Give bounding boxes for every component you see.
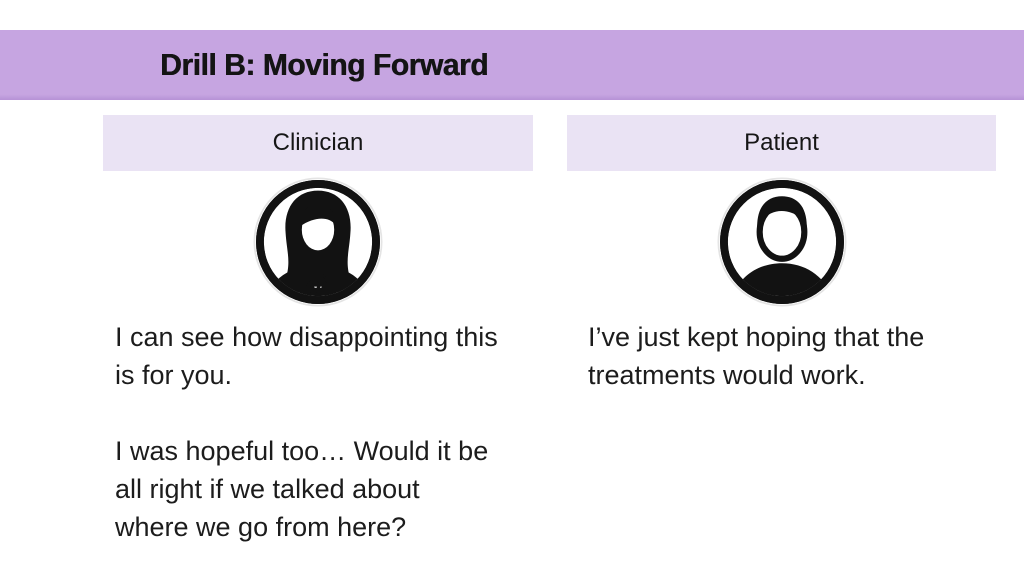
dialogue-line: where we go from here?: [115, 512, 407, 542]
clinician-avatar: [251, 175, 385, 309]
dialogue-line: I was hopeful too… Would it be: [115, 436, 489, 466]
patient-column-header: Patient: [567, 115, 996, 171]
patient-avatar-icon: [717, 177, 846, 307]
dialogue-line: is for you.: [115, 360, 233, 390]
clinician-column-header: Clinician: [103, 115, 533, 171]
patient-header-label: Patient: [744, 129, 819, 156]
patient-dialogue: I’ve just kept hoping that the treatment…: [567, 318, 996, 394]
dialogue-line: I’ve just kept hoping that the: [588, 322, 925, 352]
clinician-dialogue: I can see how disappointing this is for …: [103, 318, 533, 546]
patient-column: Patient I’ve just kept hoping that the t…: [567, 115, 996, 394]
dialogue-line: all right if we talked about: [115, 474, 420, 504]
clinician-header-label: Clinician: [272, 129, 364, 156]
patient-avatar: [715, 175, 849, 309]
slide-title: Drill B: Moving Forward: [160, 47, 489, 82]
dialogue-line: [115, 394, 533, 432]
title-band: Drill B: Moving Forward: [0, 30, 1024, 100]
dialogue-line: treatments would work.: [588, 360, 866, 390]
dialogue-line: I can see how disappointing this: [115, 322, 498, 352]
clinician-avatar-icon: [253, 177, 383, 307]
clinician-column: Clinician: [103, 115, 533, 546]
